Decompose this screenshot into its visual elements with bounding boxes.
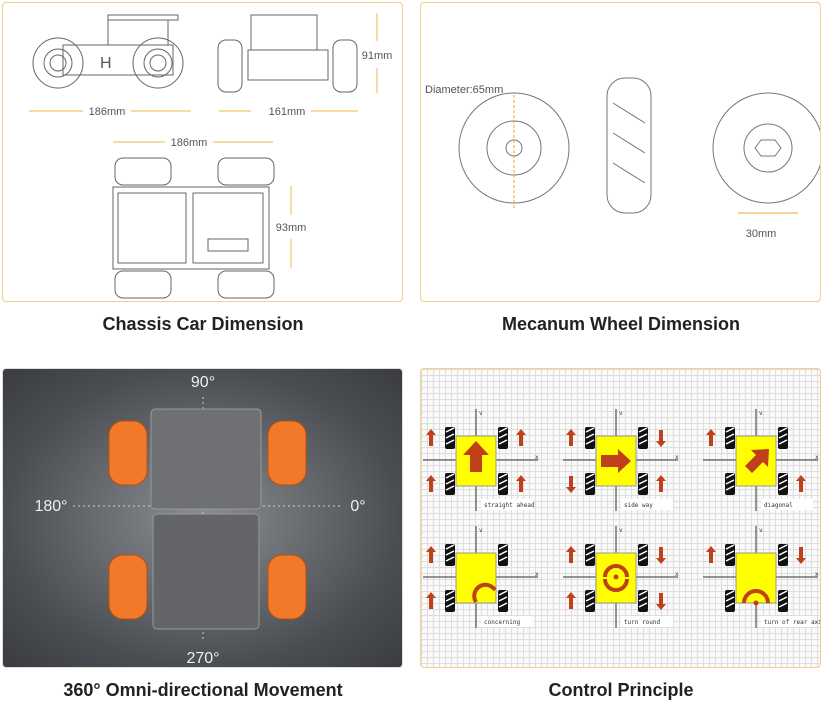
arrow-up-icon: [656, 475, 666, 492]
axis-y-label: v: [619, 410, 623, 417]
chassis-caption: Chassis Car Dimension: [102, 314, 304, 334]
control-cell: v x turn round: [563, 526, 679, 628]
wheel-icon: [725, 427, 735, 449]
arrow-up-icon: [426, 592, 436, 609]
svg-text:H: H: [100, 55, 112, 72]
wheel-icon: [778, 473, 788, 495]
maneuver-label: turn round: [624, 619, 661, 626]
arrow-up-icon: [516, 429, 526, 446]
wheel-dimension-panel: Diameter:65mm 30mm: [420, 2, 821, 302]
wheel-icon: [498, 590, 508, 612]
maneuver-label: turn of rear axis: [764, 619, 821, 626]
arrow-up-icon: [706, 429, 716, 446]
wheel-width-label: 30mm: [746, 228, 777, 240]
move-arrow-icon: [745, 449, 769, 473]
arrow-up-icon: [566, 429, 576, 446]
control-caption: Control Principle: [548, 680, 694, 700]
control-principle-panel: v x straight ahead v x side way v x diagonal v x co…: [420, 368, 821, 668]
arrow-down-icon: [566, 476, 576, 493]
arrow-up-icon: [426, 429, 436, 446]
wheel-icon: [585, 544, 595, 566]
arrow-up-icon: [796, 475, 806, 492]
robot-body: [455, 435, 497, 487]
control-cell: v x side way: [563, 409, 679, 511]
axis-x-label: x: [675, 571, 679, 578]
angle-270: 270°: [186, 650, 219, 667]
top-width-label: 93mm: [276, 222, 307, 234]
axis-y-label: v: [619, 527, 623, 534]
side-length-label: 186mm: [89, 106, 126, 118]
chassis-dimension-panel: H 186mm 161mm 91mm 186mm 93mm: [2, 2, 403, 302]
axis-y-label: v: [759, 410, 763, 417]
maneuver-label: concerning: [484, 619, 521, 626]
angle-0: 0°: [350, 498, 365, 515]
axis-y-label: v: [479, 527, 483, 534]
move-arrow-icon: [463, 441, 489, 472]
arrow-down-icon: [656, 430, 666, 447]
top-length-label: 186mm: [171, 137, 208, 149]
wheel-icon: [445, 590, 455, 612]
wheel-icon: [445, 544, 455, 566]
maneuver-label: diagonal: [764, 502, 793, 509]
arrow-down-icon: [656, 593, 666, 610]
rotate-arrow-icon: [742, 589, 770, 604]
wheel-drawing: Diameter:65mm 30mm: [425, 77, 820, 240]
angle-180: 180°: [34, 498, 67, 515]
axis-x-label: x: [535, 454, 539, 461]
omni-caption: 360° Omni-directional Movement: [63, 680, 343, 700]
front-width-label: 161mm: [269, 106, 306, 118]
wheel-icon: [585, 590, 595, 612]
arrow-up-icon: [566, 592, 576, 609]
diameter-label: Diameter:65mm: [425, 84, 503, 96]
control-cell: v x diagonal: [703, 409, 819, 511]
omni-movement-panel: 90° 180° 0° 270°: [2, 368, 403, 668]
axis-x-label: x: [535, 571, 539, 578]
control-cell: v x straight ahead: [423, 409, 539, 511]
axis-x-label: x: [815, 454, 819, 461]
arrow-up-icon: [516, 475, 526, 492]
height-label: 91mm: [362, 50, 393, 62]
wheel-icon: [585, 427, 595, 449]
arrow-up-icon: [426, 546, 436, 563]
wheel-icon: [498, 544, 508, 566]
wheel-icon: [638, 473, 648, 495]
wheel-icon: [725, 473, 735, 495]
axis-x-label: x: [675, 454, 679, 461]
angle-90: 90°: [191, 374, 215, 391]
wheel-icon: [498, 427, 508, 449]
axis-x-label: x: [815, 571, 819, 578]
wheel-icon: [778, 427, 788, 449]
wheel-icon: [638, 427, 648, 449]
maneuver-label: straight ahead: [484, 502, 535, 509]
wheel-icon: [725, 590, 735, 612]
arrow-down-icon: [796, 547, 806, 564]
maneuver-label: side way: [624, 502, 653, 509]
wheel-icon: [778, 590, 788, 612]
rotate-arrow-icon: [603, 564, 629, 592]
wheel-icon: [445, 427, 455, 449]
rotate-arrow-icon: [472, 582, 497, 604]
omni-drawing: 90° 180° 0° 270°: [34, 374, 365, 667]
wheel-icon: [638, 590, 648, 612]
wheel-icon: [445, 473, 455, 495]
robot-body: [735, 552, 777, 604]
arrow-up-icon: [426, 475, 436, 492]
chassis-drawing: H 186mm 161mm 91mm 186mm 93mm: [29, 13, 393, 299]
wheel-caption: Mecanum Wheel Dimension: [501, 314, 741, 334]
arrow-down-icon: [656, 547, 666, 564]
wheel-icon: [725, 544, 735, 566]
wheel-icon: [585, 473, 595, 495]
wheel-icon: [638, 544, 648, 566]
control-diagram: v x straight ahead v x side way v x diagonal v x co…: [423, 409, 821, 628]
wheel-icon: [778, 544, 788, 566]
control-cell: v x concerning: [423, 526, 539, 628]
arrow-up-icon: [706, 546, 716, 563]
arrow-up-icon: [566, 546, 576, 563]
move-arrow-icon: [601, 449, 631, 473]
control-cell: v x turn of rear axis: [703, 526, 821, 628]
axis-y-label: v: [759, 527, 763, 534]
wheel-icon: [498, 473, 508, 495]
axis-y-label: v: [479, 410, 483, 417]
